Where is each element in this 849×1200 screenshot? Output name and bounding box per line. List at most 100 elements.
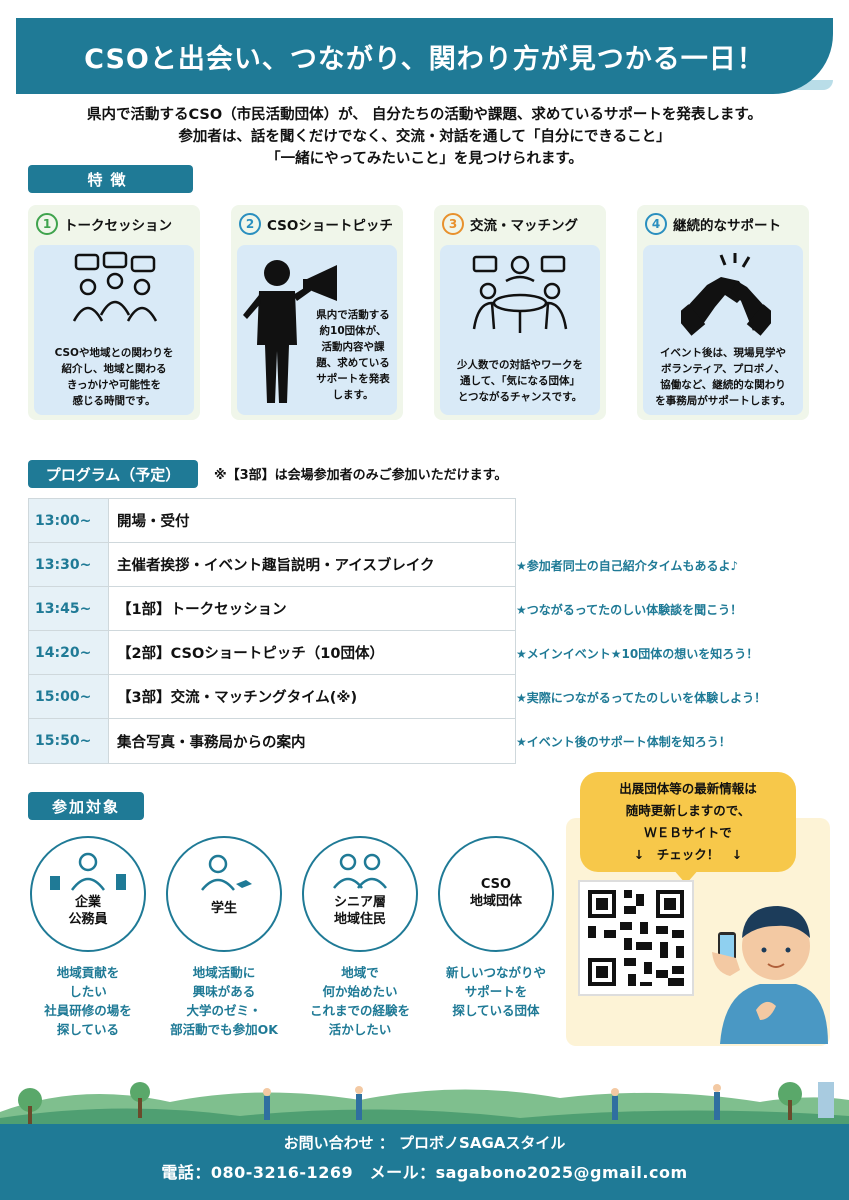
- audience-circle-business: 企業 公務員: [30, 836, 146, 952]
- audience-label: 企業 公務員: [32, 894, 144, 928]
- feature-text-line: 協働など、継続的な関わり: [660, 379, 786, 391]
- feature-number: 4: [645, 213, 667, 235]
- audience-label-line: 学生: [210, 901, 237, 916]
- audience-desc-line: 新しいつながりや: [445, 965, 546, 980]
- audience-desc-line: したい: [69, 984, 107, 999]
- schedule-row: 13:30~ 主催者挨拶・イベント趣旨説明・アイスブレイク: [29, 543, 515, 587]
- audience-desc-line: 何か始めたい: [322, 984, 398, 999]
- megaphone-speaker-icon: [243, 260, 337, 403]
- qr-code[interactable]: [578, 880, 694, 996]
- audience-circle-cso: CSO 地域団体: [438, 836, 554, 952]
- bubble-line: ＷＥＢサイトで: [644, 825, 732, 840]
- audience-label-line: 公務員: [68, 912, 108, 927]
- audience-label: 学生: [168, 900, 280, 917]
- schedule-table: 13:00~ 開場・受付 13:30~ 主催者挨拶・イベント趣旨説明・アイスブレ…: [28, 498, 516, 764]
- feature-header: 2 CSOショートピッチ: [231, 205, 403, 243]
- audience-desc-line: 大学のゼミ・: [186, 1003, 262, 1018]
- feature-description: 県内で活動する 約10団体が、 活動内容や課 題、求めている サポートを発表 し…: [309, 307, 397, 403]
- contact-org: お問い合わせ ： プロボノSAGAスタイル: [283, 1134, 566, 1152]
- program-note: ※【3部】は会場参加者のみご参加いただけます。: [214, 468, 508, 483]
- feature-text-line: 感じる時間です。: [72, 395, 156, 407]
- qr-code-icon: [580, 882, 692, 994]
- features-heading: 特徴: [28, 165, 193, 193]
- schedule-row: 15:50~ 集合写真・事務局からの案内: [29, 719, 515, 763]
- feature-text-line: 題、求めている: [316, 357, 390, 369]
- audience-desc-line: 活かしたい: [328, 1022, 392, 1037]
- intro-line: 「一緒にやってみたいこと」を見つけられます。: [266, 151, 583, 167]
- feature-number: 1: [36, 213, 58, 235]
- feature-number: 2: [239, 213, 261, 235]
- intro-text: 県内で活動するCSO（市民活動団体）が、 自分たちの活動や課題、求めているサポー…: [20, 104, 829, 170]
- audience-desc-line: 地域で: [341, 965, 379, 980]
- title-banner: CSOと出会い、つながり、関わり方が見つかる一日！: [16, 18, 833, 94]
- student-icon: [201, 854, 252, 891]
- feature-body: イベント後は、現場見学や ボランティア、プロボノ、 協働など、継続的な関わり を…: [643, 245, 803, 415]
- feature-text-line: を事務局がサポートします。: [655, 395, 791, 407]
- feature-title: トークセッション: [64, 218, 172, 234]
- bubble-line: 出展団体等の最新情報は: [619, 781, 757, 796]
- audience-description: 地域で 何か始めたい これまでの経験を 活かしたい: [295, 963, 425, 1039]
- feature-title: 継続的なサポート: [673, 218, 781, 234]
- contact-phone-email[interactable]: 電話：080-3216-1269 メール：sagabono2025@gmail.…: [161, 1163, 688, 1182]
- office-worker-icon: [50, 852, 126, 891]
- audience-desc-line: 探している: [56, 1022, 120, 1037]
- audience-label-line: CSO: [480, 877, 512, 892]
- schedule-row: 14:20~ 【2部】CSOショートピッチ（10団体）: [29, 631, 515, 675]
- audience-label-line: 地域住民: [333, 912, 386, 927]
- intro-line: 参加者は、話を聞くだけでなく、交流・対話を通して「自分にできること」: [178, 129, 671, 145]
- feature-text-line: 約10団体が、: [319, 325, 387, 337]
- audience-desc-line: サポートを: [464, 984, 528, 999]
- feature-description: イベント後は、現場見学や ボランティア、プロボノ、 協働など、継続的な関わり を…: [645, 345, 801, 409]
- feature-card-matching: 3 交流・マッチング 少人数での対話やワークを 通して、「気になる団体」 とつな…: [434, 205, 606, 420]
- audience-label-line: 企業: [74, 895, 101, 910]
- feature-text-line: イベント後は、現場見学や: [660, 347, 786, 359]
- senior-couple-icon: [333, 853, 387, 889]
- audience-desc-line: 社員研修の場を: [44, 1003, 132, 1018]
- feature-description: 少人数での対話やワークを 通して、「気になる団体」 とつながるチャンスです。: [442, 357, 598, 405]
- schedule-note: ★メインイベント★10団体の想いを知ろう！: [516, 646, 759, 661]
- schedule-note: ★イベント後のサポート体制を知ろう！: [516, 734, 731, 749]
- schedule-time: 13:00~: [29, 499, 109, 542]
- feature-number: 3: [442, 213, 464, 235]
- schedule-note: ★実際につながるってたのしいを体験しよう！: [516, 690, 767, 705]
- feature-body: 少人数での対話やワークを 通して、「気になる団体」 とつながるチャンスです。: [440, 245, 600, 415]
- intro-line: 県内で活動するCSO（市民活動団体）が、 自分たちの活動や課題、求めているサポー…: [87, 107, 762, 123]
- feature-text-line: 紹介し、地域と関わる: [61, 363, 167, 375]
- round-table-meeting-icon: [472, 255, 568, 333]
- bubble-line: 随時更新しますので、: [625, 803, 751, 818]
- schedule-time: 15:50~: [29, 719, 109, 763]
- feature-description: CSOや地域との関わりを 紹介し、地域と関わる きっかけや可能性を 感じる時間で…: [38, 345, 190, 409]
- feature-body: CSOや地域との関わりを 紹介し、地域と関わる きっかけや可能性を 感じる時間で…: [34, 245, 194, 415]
- feature-header: 3 交流・マッチング: [434, 205, 606, 243]
- schedule-title: 主催者挨拶・イベント趣旨説明・アイスブレイク: [117, 558, 435, 574]
- audience-desc-line: 部活動でも参加OK: [170, 1022, 278, 1037]
- feature-text-line: サポートを発表: [316, 373, 390, 385]
- feature-card-short-pitch: 2 CSOショートピッチ 県内で活動する 約10団体が、 活動内容や課 題、求め…: [231, 205, 403, 420]
- contact-footer: お問い合わせ ： プロボノSAGAスタイル 電話：080-3216-1269 メ…: [0, 1124, 849, 1200]
- handshake-icon: [681, 253, 771, 336]
- schedule-title: 【1部】トークセッション: [117, 602, 287, 618]
- people-talking-icon: [72, 251, 158, 322]
- feature-header: 4 継続的なサポート: [637, 205, 809, 243]
- feature-card-continuous-support: 4 継続的なサポート イベント後は、現場見学や ボランティア、プロボノ、 協働な…: [637, 205, 809, 420]
- schedule-note: ★つながるってたのしい体験談を聞こう！: [516, 602, 743, 617]
- audience-description: 新しいつながりや サポートを 探している団体: [431, 963, 561, 1020]
- schedule-time: 13:45~: [29, 587, 109, 630]
- feature-title: CSOショートピッチ: [267, 218, 393, 234]
- schedule-title: 【3部】交流・マッチングタイム(※): [117, 690, 358, 706]
- audience-desc-line: 興味がある: [192, 984, 256, 999]
- schedule-row: 13:45~ 【1部】トークセッション: [29, 587, 515, 631]
- feature-text-line: 県内で活動する: [316, 309, 390, 321]
- feature-header: 1 トークセッション: [28, 205, 200, 243]
- audience-desc-line: 探している団体: [452, 1003, 540, 1018]
- feature-text-line: 活動内容や課: [321, 341, 385, 353]
- landscape-illustration: [0, 1082, 849, 1128]
- schedule-note: ★参加者同士の自己紹介タイムもあるよ♪: [516, 558, 739, 573]
- audience-label-line: 地域団体: [469, 894, 522, 909]
- schedule-time: 15:00~: [29, 675, 109, 718]
- schedule-title: 開場・受付: [117, 514, 190, 530]
- audience-label: シニア層 地域住民: [304, 894, 416, 928]
- feature-title: 交流・マッチング: [470, 218, 578, 234]
- schedule-time: 13:30~: [29, 543, 109, 586]
- feature-text-line: きっかけや可能性を: [66, 379, 162, 391]
